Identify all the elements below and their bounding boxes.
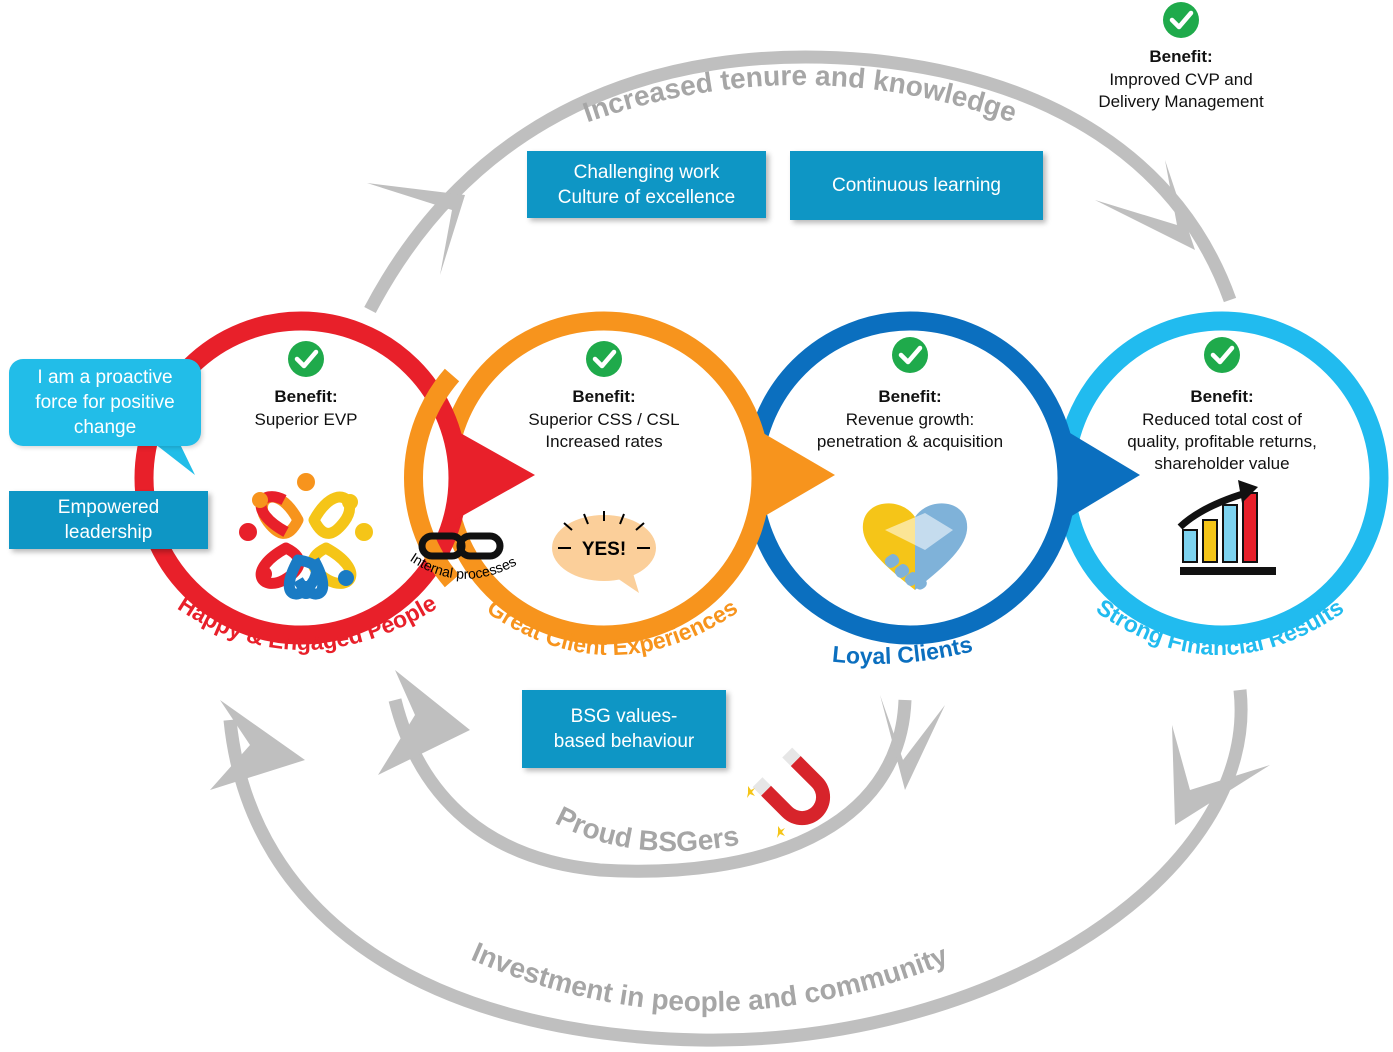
svg-text:Benefit:: Benefit: bbox=[1149, 47, 1212, 66]
svg-text:shareholder value: shareholder value bbox=[1154, 454, 1289, 473]
bubble-line: I am a proactive bbox=[37, 367, 173, 388]
svg-text:quality, profitable returns,: quality, profitable returns, bbox=[1127, 432, 1317, 451]
handshake-icon bbox=[862, 503, 968, 590]
svg-text:penetration & acquisition: penetration & acquisition bbox=[817, 432, 1003, 451]
check-icon bbox=[586, 341, 622, 377]
benefit-loyal: Benefit: Revenue growth: penetration & a… bbox=[817, 387, 1003, 451]
box-line: Continuous learning bbox=[831, 175, 1001, 196]
ring-arrow bbox=[455, 430, 535, 520]
box-line: Challenging work bbox=[573, 161, 720, 183]
speech-bubble-proactive: I am a proactive force for positive chan… bbox=[9, 359, 201, 446]
box-challenging-work: Challenging work Culture of excellence bbox=[527, 151, 766, 218]
svg-text:Reduced total cost of: Reduced total cost of bbox=[1142, 410, 1302, 429]
arc-arrowhead bbox=[1172, 725, 1270, 825]
svg-text:Superior CSS / CSL: Superior CSS / CSL bbox=[528, 410, 679, 429]
arc-proud-bsgers bbox=[378, 670, 945, 878]
svg-text:Benefit:: Benefit: bbox=[878, 387, 941, 406]
arc-label-investment: Investment in people and community bbox=[468, 936, 952, 1017]
check-icon bbox=[1163, 2, 1199, 38]
box-line: BSG values- bbox=[570, 706, 678, 727]
magnet-icon bbox=[752, 747, 831, 826]
box-empowered-leadership: Empowered leadership bbox=[9, 491, 208, 549]
arc-arrowhead bbox=[378, 670, 470, 775]
benefit-strong: Benefit: Reduced total cost of quality, … bbox=[1127, 387, 1317, 473]
svg-text:Benefit:: Benefit: bbox=[1190, 387, 1253, 406]
arc-increased-tenure bbox=[364, 50, 1237, 314]
check-icon bbox=[1204, 337, 1240, 373]
svg-text:Benefit:: Benefit: bbox=[572, 387, 635, 406]
arc-arrowhead bbox=[367, 183, 465, 275]
check-icon bbox=[288, 341, 324, 377]
box-bsg-values: BSG values- based behaviour bbox=[522, 690, 726, 768]
arc-arrowhead bbox=[880, 695, 945, 790]
bubble-line: force for positive bbox=[35, 392, 175, 413]
svg-text:Benefit:: Benefit: bbox=[274, 387, 337, 406]
box-line: Culture of excellence bbox=[557, 186, 736, 208]
box-line: based behaviour bbox=[553, 731, 695, 752]
box-line: Empowered bbox=[57, 497, 160, 518]
people-icon bbox=[239, 473, 373, 600]
bubble-tail bbox=[150, 440, 195, 475]
chain-link-icon bbox=[418, 532, 504, 560]
yes-speech-icon: YES! bbox=[552, 511, 656, 593]
svg-text:Delivery Management: Delivery Management bbox=[1098, 92, 1264, 111]
bubble-line: change bbox=[73, 417, 137, 438]
arc-label-proud: Proud BSGers bbox=[551, 800, 741, 857]
benefit-happy: Benefit: Superior EVP bbox=[255, 387, 358, 429]
svg-text:Improved CVP and: Improved CVP and bbox=[1109, 70, 1252, 89]
box-line: leadership bbox=[64, 522, 153, 543]
ring-arrow bbox=[758, 430, 835, 520]
benefit-top: Benefit: Improved CVP and Delivery Manag… bbox=[1098, 47, 1264, 111]
check-icon bbox=[892, 337, 928, 373]
benefit-great: Benefit: Superior CSS / CSL Increased ra… bbox=[528, 387, 679, 451]
bar-chart-icon bbox=[1177, 480, 1276, 575]
arc-arrowhead bbox=[1095, 160, 1195, 250]
svg-text:YES!: YES! bbox=[582, 539, 626, 560]
ring-arrow bbox=[1065, 430, 1140, 520]
box-continuous-learning: Continuous learning bbox=[790, 151, 1043, 220]
svg-text:Revenue growth:: Revenue growth: bbox=[846, 410, 975, 429]
arc-arrowhead bbox=[210, 700, 305, 790]
arc-investment bbox=[210, 689, 1270, 1047]
sparkle-icon bbox=[747, 786, 785, 838]
svg-text:Superior EVP: Superior EVP bbox=[255, 410, 358, 429]
svg-text:Increased rates: Increased rates bbox=[545, 432, 662, 451]
